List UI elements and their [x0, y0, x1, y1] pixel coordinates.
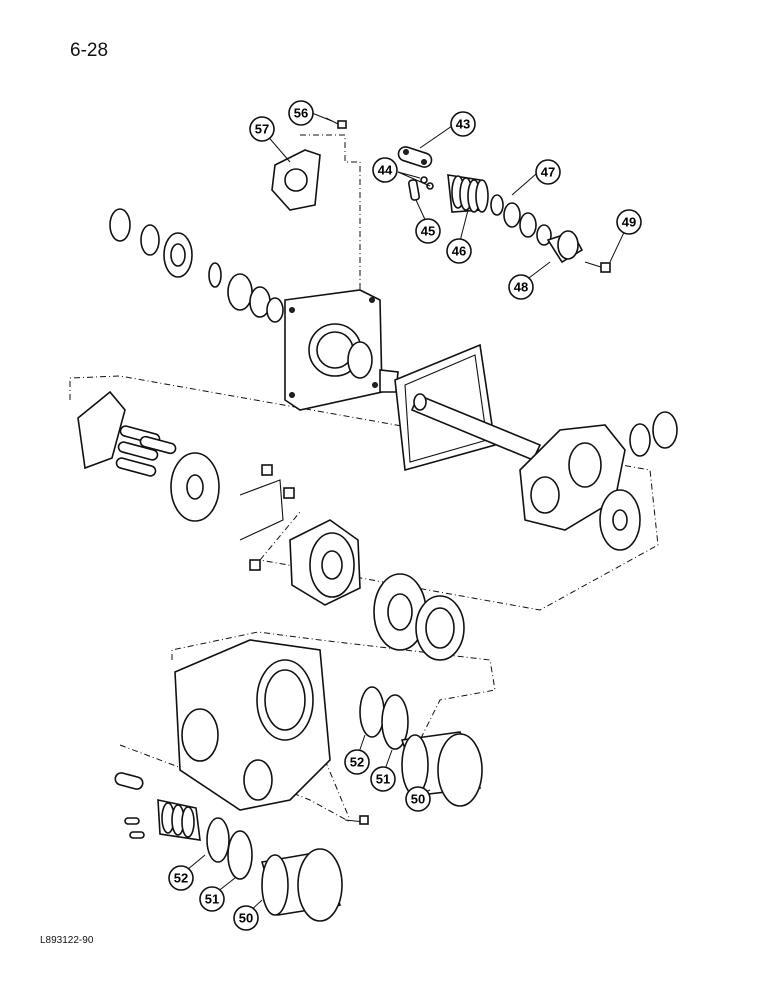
cylinder-50-lower [260, 848, 343, 922]
callout-51-lower: 51 [199, 886, 225, 912]
callout-51-lower-label: 51 [205, 892, 219, 907]
collar-seal [347, 341, 399, 393]
callout-52-upper: 52 [344, 749, 370, 775]
seal-ring-52-upper [359, 686, 385, 738]
drawing-code: L893122-90 [40, 935, 94, 946]
bolt-49 [584, 261, 611, 273]
callout-52-lower-label: 52 [174, 871, 188, 886]
swashplate-housing [519, 424, 626, 531]
callout-44: 44 [372, 157, 398, 183]
pin-45 [407, 179, 421, 201]
callout-44-label: 44 [378, 163, 393, 178]
piston-46 [447, 174, 489, 213]
callout-47: 47 [535, 159, 561, 185]
cap-48 [546, 230, 584, 264]
bolt-lower [344, 815, 369, 825]
shoe-plate [170, 452, 220, 522]
callout-45: 45 [415, 218, 441, 244]
callout-57: 57 [249, 116, 275, 142]
callout-52-upper-label: 52 [350, 755, 364, 770]
callout-43: 43 [450, 111, 476, 137]
piston-lower [157, 799, 201, 841]
callout-49: 49 [616, 209, 642, 235]
callout-50-upper-label: 50 [411, 792, 425, 807]
valve-plate [373, 573, 427, 651]
upper-seal-stack [109, 208, 284, 323]
callout-50-lower-label: 50 [239, 911, 253, 926]
link-43 [397, 146, 433, 168]
callout-46: 46 [446, 238, 472, 264]
callout-56: 56 [288, 100, 314, 126]
seal-ring-52-lower [206, 817, 230, 863]
page-number: 6-28 [70, 40, 109, 61]
callout-51-upper-label: 51 [376, 772, 390, 787]
callout-56-label: 56 [294, 106, 308, 121]
callout-46-label: 46 [452, 244, 466, 259]
seal-ring-51-upper [381, 694, 409, 750]
seal-ring-51-lower [227, 830, 253, 880]
thrust-washer [599, 489, 641, 551]
bearing-stack-right [629, 411, 678, 457]
gasket-57 [271, 149, 321, 211]
callout-57-label: 57 [255, 122, 269, 137]
cylinder-barrel [289, 519, 361, 606]
callout-49-label: 49 [622, 215, 636, 230]
rings-47 [490, 194, 552, 246]
callout-43-label: 43 [456, 117, 470, 132]
cylinder-50-upper [400, 731, 483, 807]
retainer-plate [77, 390, 126, 470]
pump-housing [174, 639, 331, 811]
callout-52-lower: 52 [168, 865, 194, 891]
valve-linkage [239, 464, 295, 571]
callout-48-label: 48 [514, 280, 528, 295]
callout-50-upper: 50 [405, 786, 431, 812]
callout-48: 48 [508, 274, 534, 300]
piston-set [115, 425, 177, 477]
link-lower [114, 772, 144, 790]
callout-47-label: 47 [541, 165, 555, 180]
end-plate [415, 595, 465, 661]
callout-51-upper: 51 [370, 766, 396, 792]
callout-50-lower: 50 [233, 905, 259, 931]
callout-45-label: 45 [421, 224, 435, 239]
pins-lower [124, 817, 145, 839]
